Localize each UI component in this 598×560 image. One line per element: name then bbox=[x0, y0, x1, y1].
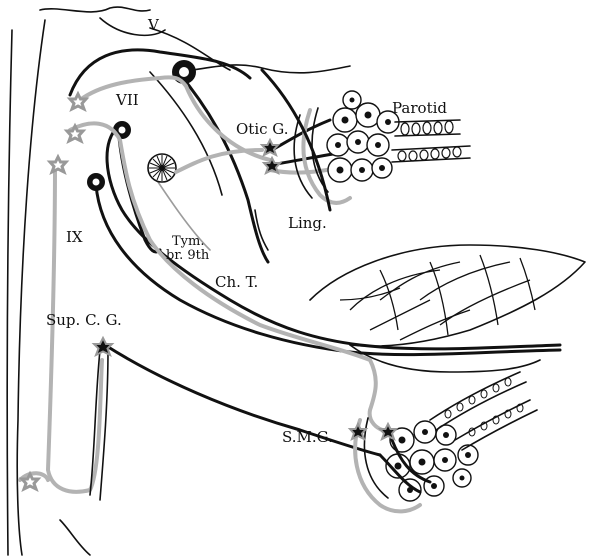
cervical-star bbox=[94, 338, 112, 355]
label-parotid: Parotid bbox=[392, 99, 447, 117]
parotid-duct-lower bbox=[392, 146, 470, 162]
lingual-nerve bbox=[262, 70, 330, 210]
smg-star-1 bbox=[350, 424, 366, 439]
cervical-path bbox=[90, 345, 380, 500]
label-tympanic-2: br. 9th bbox=[166, 248, 210, 263]
label-ix: IX bbox=[66, 228, 83, 246]
smg-star-2 bbox=[380, 424, 396, 439]
gray-star-3 bbox=[50, 157, 66, 172]
tympanic-plexus bbox=[148, 154, 176, 182]
label-lingual: Ling. bbox=[288, 214, 327, 232]
label-tympanic-1: Tym. bbox=[172, 234, 204, 249]
otic-star-1 bbox=[262, 140, 278, 155]
label-chorda-tympani: Ch. T. bbox=[215, 273, 258, 291]
submaxillary-gland bbox=[355, 372, 537, 511]
parotid-duct-upper bbox=[395, 120, 460, 136]
label-submaxillary-ganglion: S.M.G. bbox=[282, 428, 333, 446]
label-otic-ganglion: Otic G. bbox=[236, 120, 289, 138]
label-vii: VII bbox=[115, 91, 139, 109]
label-superior-cervical-ganglion: Sup. C. G. bbox=[46, 311, 122, 329]
label-v: V bbox=[147, 16, 160, 34]
